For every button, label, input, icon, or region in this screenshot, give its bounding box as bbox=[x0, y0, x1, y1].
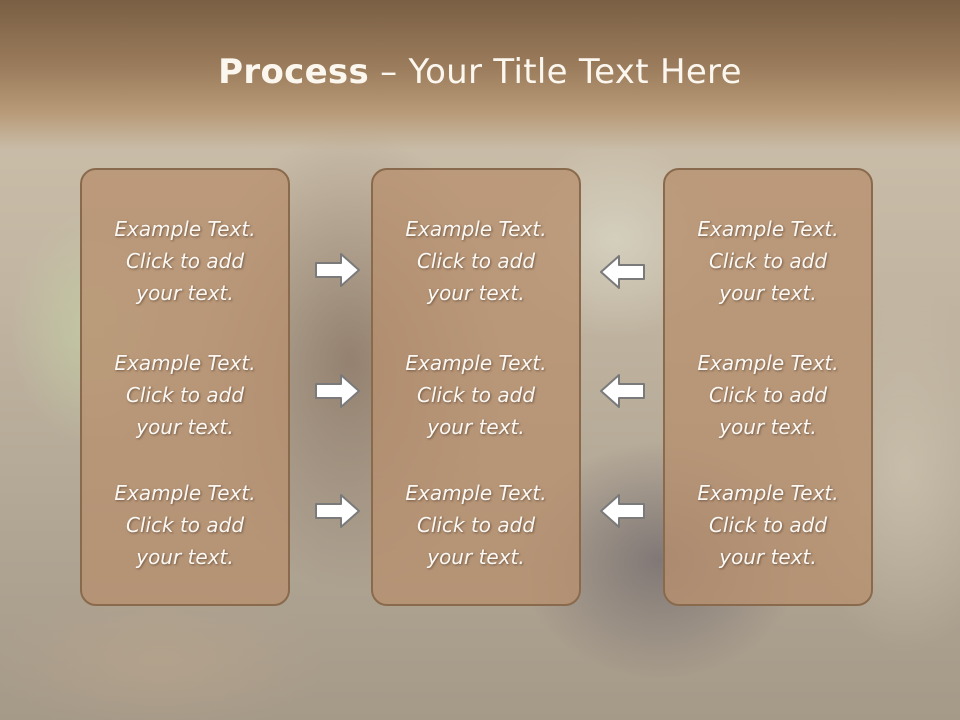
text-line: Example Text. bbox=[697, 351, 839, 375]
text-line: your text. bbox=[136, 545, 234, 569]
arrow-right-icon[interactable] bbox=[313, 371, 363, 411]
text-block[interactable]: Example Text. Click to add your text. bbox=[665, 477, 871, 573]
text-line: your text. bbox=[427, 545, 525, 569]
arrow-left-icon[interactable] bbox=[597, 252, 647, 292]
arrow-right-icon[interactable] bbox=[313, 250, 363, 290]
title-bold: Process bbox=[218, 52, 370, 92]
text-block[interactable]: Example Text. Click to add your text. bbox=[665, 347, 871, 443]
text-block[interactable]: Example Text. Click to add your text. bbox=[665, 213, 871, 309]
text-line: Example Text. bbox=[405, 217, 547, 241]
text-line: Example Text. bbox=[114, 217, 256, 241]
text-line: Example Text. bbox=[405, 481, 547, 505]
text-block[interactable]: Example Text. Click to add your text. bbox=[82, 347, 288, 443]
text-line: Click to add bbox=[416, 513, 536, 537]
text-line: Click to add bbox=[708, 383, 828, 407]
text-line: Click to add bbox=[416, 383, 536, 407]
text-line: your text. bbox=[719, 545, 817, 569]
text-line: Example Text. bbox=[697, 481, 839, 505]
text-block[interactable]: Example Text. Click to add your text. bbox=[373, 347, 579, 443]
arrow-right-icon[interactable] bbox=[313, 491, 363, 531]
text-line: Example Text. bbox=[114, 351, 256, 375]
title-rest: – Your Title Text Here bbox=[369, 52, 742, 92]
text-block[interactable]: Example Text. Click to add your text. bbox=[82, 477, 288, 573]
text-line: Click to add bbox=[708, 513, 828, 537]
text-line: your text. bbox=[136, 415, 234, 439]
text-line: Click to add bbox=[416, 249, 536, 273]
text-block[interactable]: Example Text. Click to add your text. bbox=[82, 213, 288, 309]
text-line: Click to add bbox=[708, 249, 828, 273]
panel-right[interactable]: Example Text. Click to add your text. Ex… bbox=[663, 168, 873, 606]
text-line: Click to add bbox=[125, 513, 245, 537]
text-line: Click to add bbox=[125, 383, 245, 407]
slide-title[interactable]: Process – Your Title Text Here bbox=[0, 52, 960, 92]
text-block[interactable]: Example Text. Click to add your text. bbox=[373, 477, 579, 573]
text-line: your text. bbox=[427, 281, 525, 305]
text-line: Click to add bbox=[125, 249, 245, 273]
text-line: your text. bbox=[719, 281, 817, 305]
arrow-left-icon[interactable] bbox=[597, 491, 647, 531]
text-block[interactable]: Example Text. Click to add your text. bbox=[373, 213, 579, 309]
arrow-left-icon[interactable] bbox=[597, 371, 647, 411]
text-line: Example Text. bbox=[114, 481, 256, 505]
text-line: your text. bbox=[427, 415, 525, 439]
text-line: Example Text. bbox=[697, 217, 839, 241]
panel-center[interactable]: Example Text. Click to add your text. Ex… bbox=[371, 168, 581, 606]
title-band bbox=[0, 0, 960, 150]
text-line: your text. bbox=[719, 415, 817, 439]
text-line: your text. bbox=[136, 281, 234, 305]
text-line: Example Text. bbox=[405, 351, 547, 375]
panel-left[interactable]: Example Text. Click to add your text. Ex… bbox=[80, 168, 290, 606]
